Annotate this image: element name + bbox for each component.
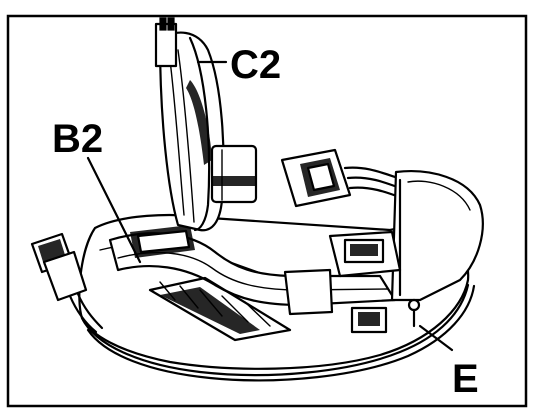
right-connector <box>280 148 404 208</box>
end-cap <box>390 170 484 302</box>
figure-frame <box>6 14 528 408</box>
left-plug <box>30 232 104 334</box>
leader-e <box>418 324 454 352</box>
locating-pin <box>407 298 421 328</box>
leader-b2 <box>86 156 142 264</box>
label-e: E <box>452 357 479 401</box>
clock-spring-disc-c2 <box>154 17 225 232</box>
center-clip-block <box>283 230 402 334</box>
label-b2: B2 <box>52 117 103 161</box>
label-c2: C2 <box>230 43 281 87</box>
spacer-block <box>210 144 258 204</box>
